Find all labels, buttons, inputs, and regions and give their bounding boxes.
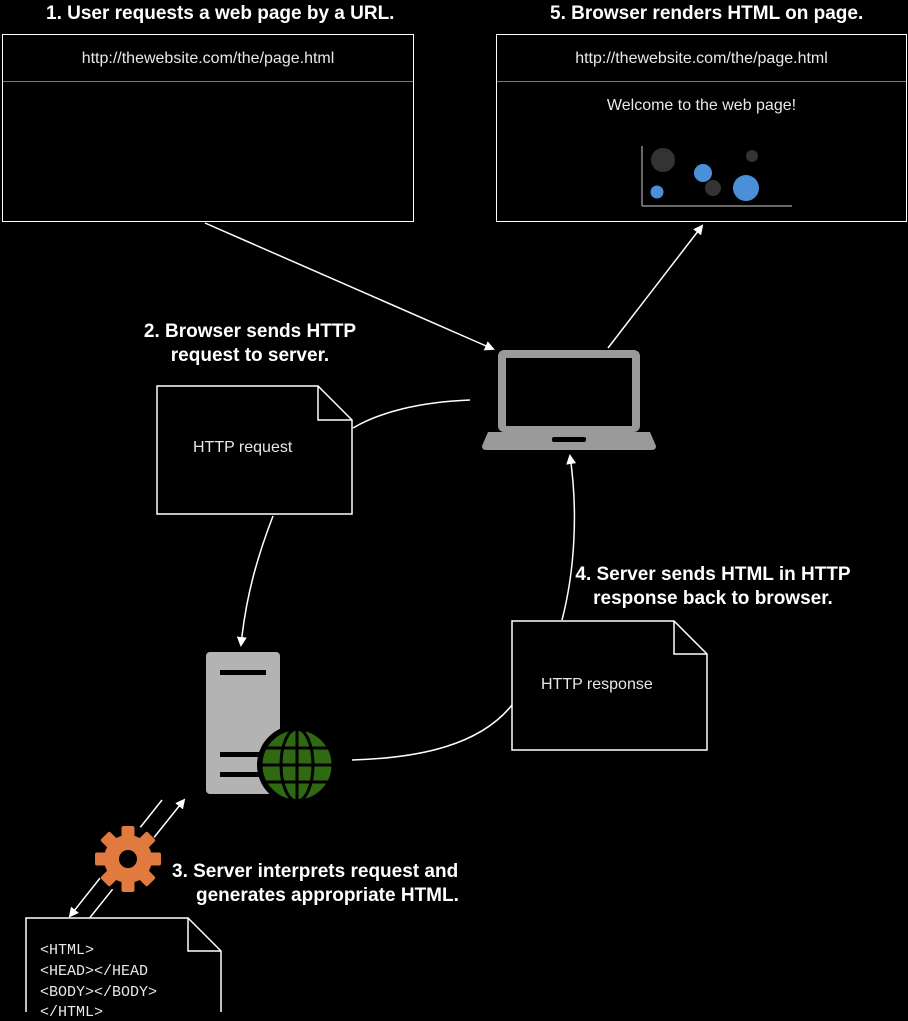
- html-code-line: </HTML>: [40, 1004, 104, 1021]
- step-1-caption: 1. User requests a web page by a URL.: [46, 3, 395, 24]
- step-2-caption-line-1: 2. Browser sends HTTP: [143, 321, 357, 342]
- bubble: [746, 150, 758, 162]
- html-code-line: <HTML>: [40, 942, 95, 959]
- laptop-icon: [482, 350, 656, 450]
- step-3-caption-line-1: 3. Server interprets request and: [172, 861, 459, 882]
- connector-laptop-to-request: [352, 399, 471, 429]
- step-3-caption-line-2: generates appropriate HTML.: [196, 885, 459, 906]
- html-code-line: <HEAD></HEAD: [40, 963, 149, 980]
- arrow-request-to-server: [236, 515, 274, 647]
- arrow-laptop-to-rendered-page: [607, 224, 704, 349]
- gear-icon: [94, 825, 162, 893]
- step-2-caption-line-2: request to server.: [170, 345, 330, 366]
- browser-window-request: http://thewebsite.com/the/page.html: [2, 34, 414, 222]
- html-code-document: [25, 917, 222, 1012]
- arrow-response-to-laptop: [561, 454, 577, 621]
- http-request-label: HTTP request: [193, 439, 293, 456]
- bubble: [694, 164, 712, 182]
- connector-server-to-response: [351, 704, 513, 761]
- http-response-label: HTTP response: [541, 676, 653, 693]
- bubble: [705, 180, 721, 196]
- step-4-caption-line-2: response back to browser.: [593, 588, 833, 609]
- http-request-document: [156, 385, 353, 515]
- http-response-document: [511, 620, 708, 751]
- arrow-browser-to-laptop: [204, 222, 495, 351]
- bubble: [733, 175, 759, 201]
- address-bar: http://thewebsite.com/the/page.html: [497, 35, 906, 82]
- step-5-caption: 5. Browser renders HTML on page.: [550, 3, 864, 24]
- globe-icon: [257, 725, 337, 805]
- bubble: [650, 185, 664, 199]
- html-code-line: <BODY></BODY>: [40, 984, 158, 1001]
- address-bar: http://thewebsite.com/the/page.html: [3, 35, 413, 82]
- bubble-chart-icon: [641, 146, 792, 207]
- browser-window-rendered: http://thewebsite.com/the/page.html Welc…: [496, 34, 907, 222]
- bubble: [651, 148, 675, 172]
- welcome-text: Welcome to the web page!: [606, 97, 797, 114]
- step-4-caption-line-1: 4. Server sends HTML in HTTP: [575, 564, 851, 585]
